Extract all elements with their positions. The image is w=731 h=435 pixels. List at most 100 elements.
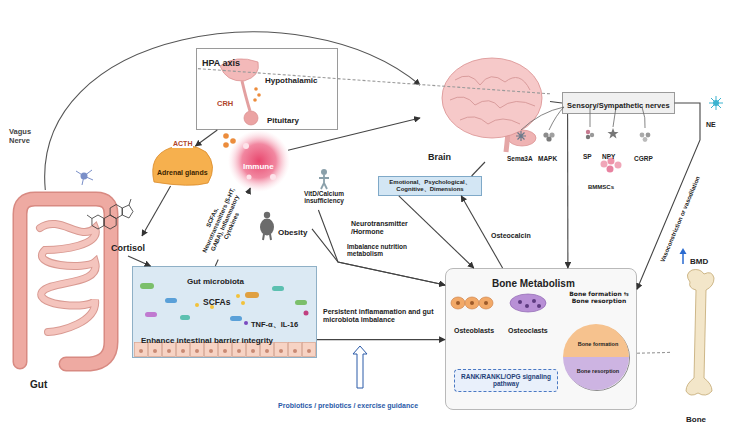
brain-illustration [442,58,542,138]
signal-icon [586,135,590,139]
gut-cells [165,298,177,303]
label-holder: NPY [602,145,615,163]
bone-cells [470,301,474,305]
text-holder: Brain [428,146,451,164]
box-heading: Sensory/Sympathetic nerves [567,102,670,111]
person-icon [321,169,327,175]
measure-label: BMD [690,257,708,266]
remodeling-halves [563,357,629,390]
arrow-connector [472,162,485,176]
label-holder: Imbalance nutrition metabolism [346,243,418,258]
text-holder: Osteoclasts [508,319,548,337]
steroid-structure [122,205,133,218]
process-label: Bone formation ⇆ Bone resorption [564,291,634,305]
text-holder: Hypothalamic [265,69,317,87]
nerve-branches [521,107,645,130]
arrow-connector [128,256,151,266]
label-holder: Neurotransmitter /Hormone [350,220,412,236]
person-icon [319,175,329,189]
hypothalamus-pituitary [244,111,258,125]
bone-cells [532,299,536,303]
bone-cells [510,294,546,312]
arrow-connector [195,130,217,146]
risk-label: VitD/Calcium insufficiency [296,190,352,205]
edge-label: Osteocalcin [490,232,532,240]
arrow-connector [312,229,445,285]
annotation-label: SP [583,153,592,160]
nerve-branches [642,107,645,128]
intervention-arrow [353,346,367,388]
increase-arrow [680,248,687,254]
hormone-dots [223,133,229,139]
text-holder: Bone formation ⇆ Bone resorption [564,291,634,305]
edge-label: Vasoconstriction or vasodilation [658,174,701,264]
nerve-cell-icon [76,170,93,185]
organ-label: Gut [30,379,47,391]
femur-illustration [686,270,714,396]
process-label: Bone resorption [565,368,631,374]
remodeling-halves [563,324,629,357]
increase-arrow [680,248,687,264]
signal-icon [516,131,526,141]
box-heading: Bone Metabolism [492,278,575,290]
nerve-branches [549,107,564,130]
obesity-icon [260,212,274,240]
label-holder: Probiotics / prebiotics / exercise guida… [278,394,418,412]
annotation-label: MAPK [538,155,557,162]
text-holder: VitD/Calcium insufficiency [296,190,352,205]
stem-cells [615,162,622,169]
hypothalamus-pituitary [242,81,250,111]
intervention-arrow [353,346,367,388]
arrow-connector [317,339,445,340]
gut-illustration [20,199,111,364]
annotation-label: Probiotics / prebiotics / exercise guida… [278,402,418,410]
edge-label: Vagus Nerve [8,128,40,145]
brain-illustration [450,76,535,124]
text-holder: Bone formation [565,341,631,347]
gut-illustration [40,224,96,332]
bone-cells [518,300,522,304]
hormone-dots [223,142,229,148]
label-holder: NE [706,113,716,131]
text-holder: Bone resorption [565,368,631,374]
arrow-connector [318,210,445,285]
label-holder: SCFAs, Neurotransmitters (5-HT, GABA), I… [194,183,249,260]
hypothalamus-pituitary [220,59,261,125]
dimension-label: Emotional、Psychological、Cognitive、Dimens… [382,179,478,193]
text-holder: Obesity [278,221,307,239]
brain-illustration [442,58,542,152]
gut-cells [145,312,157,317]
text-holder: Pituitary [267,109,299,127]
gut-cells [241,301,245,305]
annotation-label: NE [706,121,716,129]
cytokine-label: TNF-α、IL-16 [251,321,298,330]
text-holder: HPA axis [202,52,240,70]
region-label: Hypothalamic [265,76,317,85]
dimension-box: Emotional、Psychological、Cognitive、Dimens… [378,176,482,196]
increase-arrow [682,253,684,264]
gut-illustration [20,199,111,364]
edge-label: Imbalance nutrition metabolism [346,243,418,258]
bone-cells [451,297,465,309]
gut-cells [295,300,307,305]
bone-cells [479,297,493,309]
gut-cells [244,321,248,325]
text-holder: CRH [217,92,233,110]
process-label: Bone formation [565,341,631,347]
person-icon [319,169,329,189]
arrow-connector [142,186,171,236]
immune-glow [228,130,290,192]
label-holder: ACTH [172,132,193,150]
gut-illustration [20,199,111,364]
gut-cells [195,303,199,307]
label-holder: Vasoconstriction or vasodilation [650,171,703,265]
nerve-branches [521,107,564,130]
gut-cells [304,311,309,316]
region-label: Pituitary [267,116,299,125]
dotted-connector [196,69,550,94]
label-holder: Vagus Nerve [8,128,40,145]
signal-icon [608,128,619,139]
arrow-connector [567,114,568,268]
pathway-box: RANK/RANKL/OPG signaling pathway [454,369,558,392]
